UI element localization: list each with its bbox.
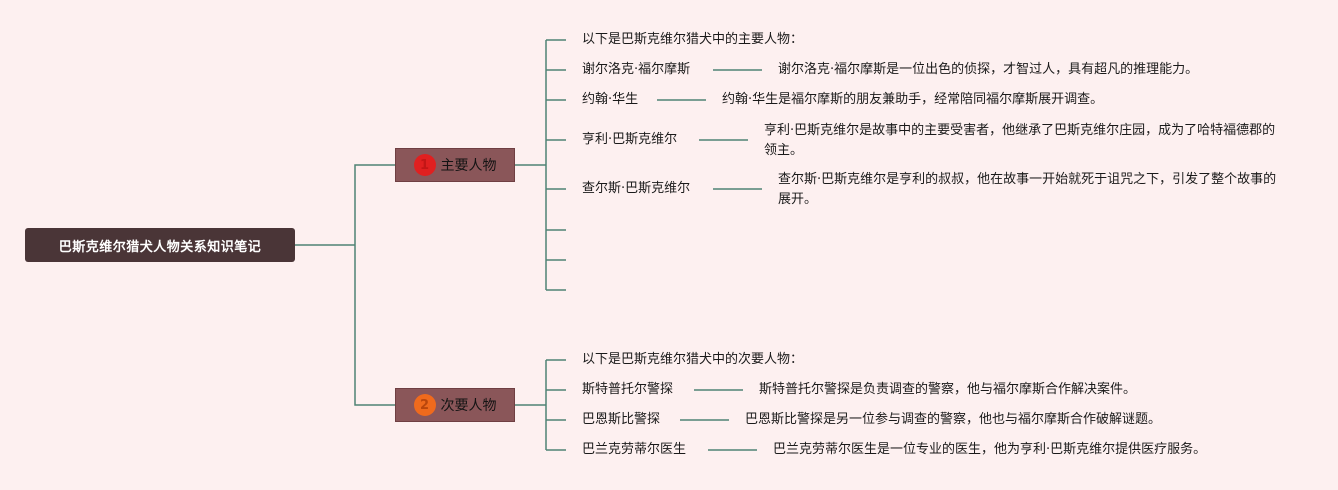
character-desc[interactable]: 亨利·巴斯克维尔是故事中的主要受害者，他继承了巴斯克维尔庄园，成为了哈特福德郡的…	[764, 123, 1276, 158]
intro-text[interactable]: 以下是巴斯克维尔猎犬中的主要人物：	[582, 32, 804, 47]
root-node[interactable]: 巴斯克维尔猎犬人物关系知识笔记	[25, 228, 295, 262]
character-desc[interactable]: 谢尔洛克·福尔摩斯是一位出色的侦探，才智过人，具有超凡的推理能力。	[778, 62, 1199, 77]
character-name[interactable]: 查尔斯·巴斯克维尔	[582, 181, 691, 196]
character-desc[interactable]: 查尔斯·巴斯克维尔是亨利的叔叔，他在故事一开始就死于诅咒之下，引发了整个故事的展…	[778, 172, 1277, 207]
branch-label: 次要人物	[440, 398, 497, 414]
branch-node-main-characters[interactable]: 1 主要人物	[395, 148, 515, 182]
character-name[interactable]: 巴兰克劳蒂尔医生	[582, 442, 687, 457]
character-name[interactable]: 谢尔洛克·福尔摩斯	[582, 62, 691, 77]
root-title: 巴斯克维尔猎犬人物关系知识笔记	[58, 239, 262, 255]
character-name[interactable]: 斯特普托尔警探	[582, 382, 674, 397]
branch-label: 主要人物	[440, 158, 497, 174]
character-desc[interactable]: 斯特普托尔警探是负责调查的警察，他与福尔摩斯合作解决案件。	[759, 382, 1137, 397]
character-desc[interactable]: 巴恩斯比警探是另一位参与调查的警察，他也与福尔摩斯合作破解谜题。	[745, 412, 1162, 427]
number-badge: 2	[413, 394, 436, 416]
character-desc[interactable]: 约翰·华生是福尔摩斯的朋友兼助手，经常陪同福尔摩斯展开调查。	[722, 92, 1104, 107]
branch-node-secondary-characters[interactable]: 2 次要人物	[395, 388, 515, 422]
character-desc[interactable]: 巴兰克劳蒂尔医生是一位专业的医生，他为亨利·巴斯克维尔提供医疗服务。	[773, 442, 1207, 457]
intro-text[interactable]: 以下是巴斯克维尔猎犬中的次要人物：	[582, 352, 804, 367]
number-badge: 1	[413, 154, 436, 176]
character-name[interactable]: 约翰·华生	[582, 92, 639, 107]
character-name[interactable]: 巴恩斯比警探	[582, 412, 661, 427]
character-name[interactable]: 亨利·巴斯克维尔	[582, 132, 678, 147]
